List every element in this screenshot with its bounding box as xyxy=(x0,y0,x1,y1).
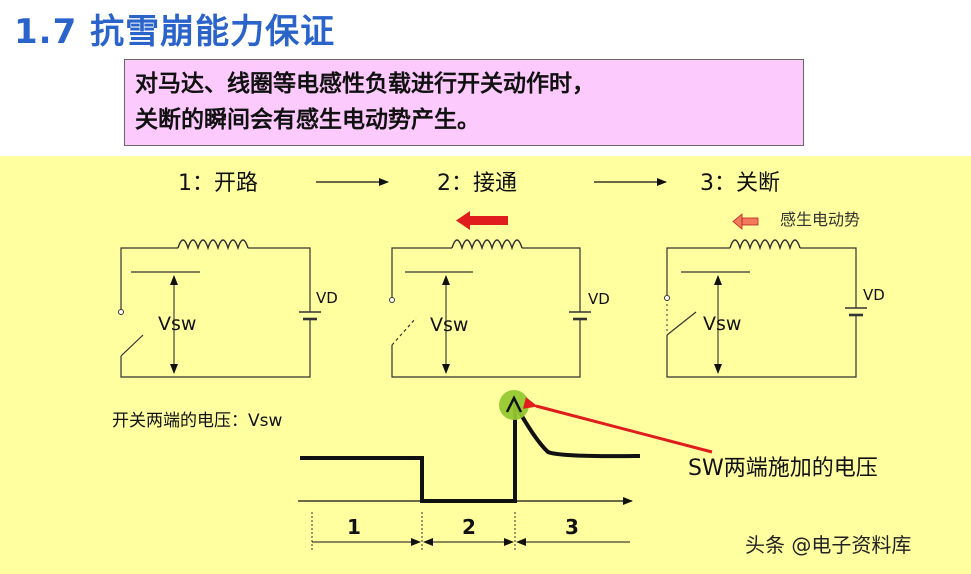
circuit-off: Vsw VD 感生电动势 xyxy=(664,210,885,378)
vd-label-1: VD xyxy=(316,289,338,307)
step-label-3: 3：关断 xyxy=(700,171,780,196)
circuit-on: Vsw VD xyxy=(389,211,610,378)
switch-closed xyxy=(391,317,417,346)
segment-label-1: 1 xyxy=(347,515,361,539)
vsw-label-1: Vsw xyxy=(158,313,196,335)
segment-label-2: 2 xyxy=(462,515,476,539)
switch-off xyxy=(666,311,697,336)
step-label-2: 2：接通 xyxy=(437,171,517,196)
callout-line-2: 关断的瞬间会有感生电动势产生。 xyxy=(135,107,480,133)
segment-markers: 1 2 3 xyxy=(311,512,630,552)
vsw-label-2: Vsw xyxy=(430,314,468,336)
segment-label-3: 3 xyxy=(565,515,579,539)
vsw-label-3: Vsw xyxy=(703,313,741,335)
emf-label: 感生电动势 xyxy=(780,210,860,229)
vd-label-3: VD xyxy=(863,286,885,304)
spike-annotation: SW两端施加的电压 xyxy=(688,456,878,481)
switch-open xyxy=(120,334,144,357)
spike-dot xyxy=(499,390,529,420)
callout-line-1: 对马达、线圈等电感性负载进行开关动作时， xyxy=(135,71,595,97)
circuit-open: Vsw VD xyxy=(118,239,338,378)
voltage-waveform xyxy=(298,390,713,505)
note-callout: 对马达、线圈等电感性负载进行开关动作时， 关断的瞬间会有感生电动势产生。 xyxy=(124,59,804,146)
step-label-1: 1：开路 xyxy=(178,171,258,196)
watermark: 头条 @电子资料库 xyxy=(745,533,912,557)
annotation-arrow xyxy=(522,397,713,454)
current-arrow-icon xyxy=(470,216,508,225)
waveform-label: 开关两端的电压：Vsw xyxy=(112,411,282,431)
page-title: 1.7 抗雪崩能力保证 xyxy=(14,12,336,52)
emf-arrow-icon xyxy=(741,217,759,226)
vd-label-2: VD xyxy=(588,290,610,308)
diagram-panel xyxy=(0,156,971,574)
